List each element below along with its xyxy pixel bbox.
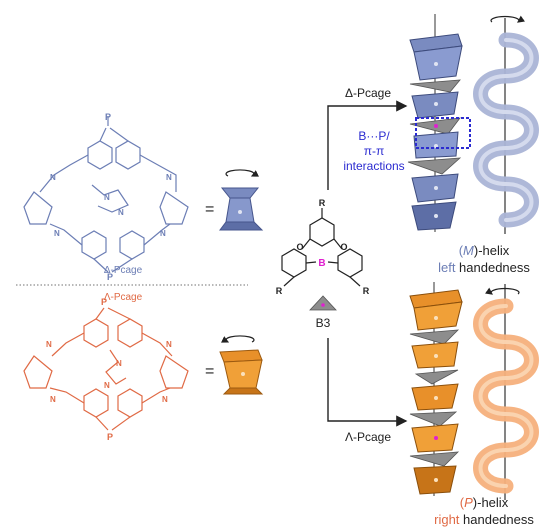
lambda-helical-stack [409,282,463,496]
right-word: right [434,512,460,527]
b3-r-right: R [363,286,370,296]
p-letter: P [464,495,473,510]
interaction-line-1: B···P/ [358,129,390,143]
b3-boron-atom: B [318,258,325,269]
m-letter: M [463,243,474,258]
lambda-cage-icon [219,335,264,395]
benzene-br-delta [119,230,145,260]
delta-pcage-structure [23,116,189,273]
b3-triangle-dot [321,303,325,307]
m-open-paren: ( [459,243,464,258]
lambda-pcage-caption: Λ-Pcage [104,292,143,303]
arrow-up-right [327,100,408,190]
interaction-highlight-box [415,117,471,149]
b3-r-left: R [276,286,283,296]
atom-n-5-delta: N [104,193,110,202]
arrow-top-label: Δ-Pcage [345,86,391,100]
right-suffix: handedness [459,512,534,527]
benzene-tr-delta [115,140,141,170]
atom-n-1-delta: N [50,173,56,182]
benzene-tl-delta [87,140,113,170]
helix-bottom-rotation-icon [485,287,520,295]
interaction-line-2: π-π [364,144,385,158]
b3-r-top: R [319,198,326,208]
equals-sign-lambda: = [205,363,214,380]
b3-molecule [281,208,363,287]
atom-n-6-delta: N [118,208,124,217]
right-handed-helix [473,284,539,500]
delta-helical-stack [407,14,463,232]
left-handed-helix [473,15,539,234]
atom-n-2-delta: N [166,173,172,182]
b3-triangle-icon [309,295,337,311]
atom-p-bottom-lambda: P [107,432,113,442]
p-open-paren: ( [460,495,465,510]
left-suffix: handedness [455,260,530,275]
atom-n-5-lambda: N [116,359,122,368]
p-helix-caption: (P)-helix [460,495,509,510]
atom-p-top-lambda: P [101,297,107,307]
left-word: left [438,260,456,275]
interaction-line-3: interactions [343,159,404,173]
helix-top-rotation-icon [490,15,525,23]
rotation-arrow-ccw-icon [225,169,259,177]
atom-n-1-lambda: N [46,340,52,349]
b3-ring-top [309,217,335,247]
cyclopentane-left-delta [23,191,53,225]
delta-pcage-caption: Δ-Pcage [104,265,143,276]
cyclopentane-right-delta [159,191,189,225]
atom-n-6-lambda: N [104,381,110,390]
atom-n-3-delta: N [54,229,60,238]
b3-o-left: O [296,242,303,252]
atom-n-2-lambda: N [166,340,172,349]
atom-n-3-lambda: N [50,395,56,404]
benzene-bl-delta [81,230,107,260]
b3-o-right: O [340,242,347,252]
lambda-pcage-structure [23,307,189,431]
atom-p-bottom-delta: P [107,272,113,282]
right-handedness-caption: right handedness [434,512,534,527]
m-close-text: )-helix [474,243,510,258]
rotation-arrow-cw-icon [221,335,255,343]
b3-ring-left [281,248,307,278]
atom-n-4-delta: N [160,229,166,238]
atom-n-4-lambda: N [162,395,168,404]
b3-label: B3 [316,316,331,330]
arrow-down-right [327,338,408,427]
m-helix-caption: (M)-helix [459,243,510,258]
equals-sign-delta: = [205,201,214,218]
b3-ring-right [337,248,363,278]
atom-p-top-delta: P [105,112,111,122]
p-close-text: )-helix [473,495,509,510]
left-handedness-caption: left handedness [438,260,530,275]
arrow-bottom-label: Λ-Pcage [345,430,391,444]
delta-cage-icon [219,169,264,231]
